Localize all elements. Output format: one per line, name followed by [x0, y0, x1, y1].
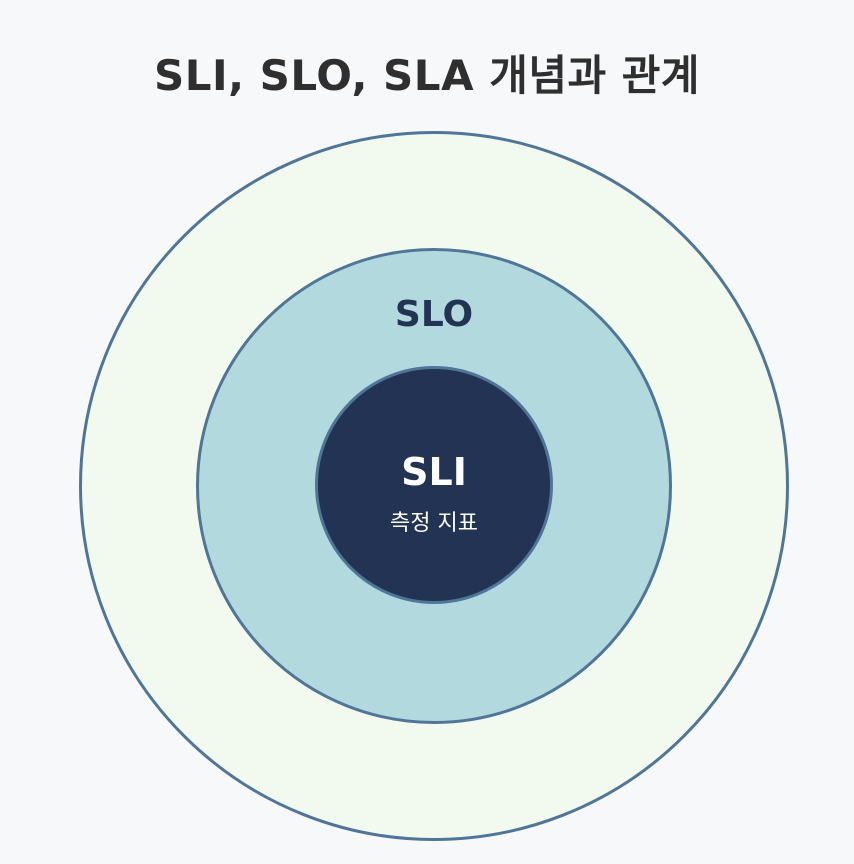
slo-label: SLO: [394, 294, 474, 335]
page-title: SLI, SLO, SLA 개념과 관계: [153, 51, 701, 100]
sli-sublabel: 측정 지표: [390, 511, 478, 536]
sli-inner-circle: [315, 366, 553, 604]
sli-label: SLI: [401, 450, 467, 494]
